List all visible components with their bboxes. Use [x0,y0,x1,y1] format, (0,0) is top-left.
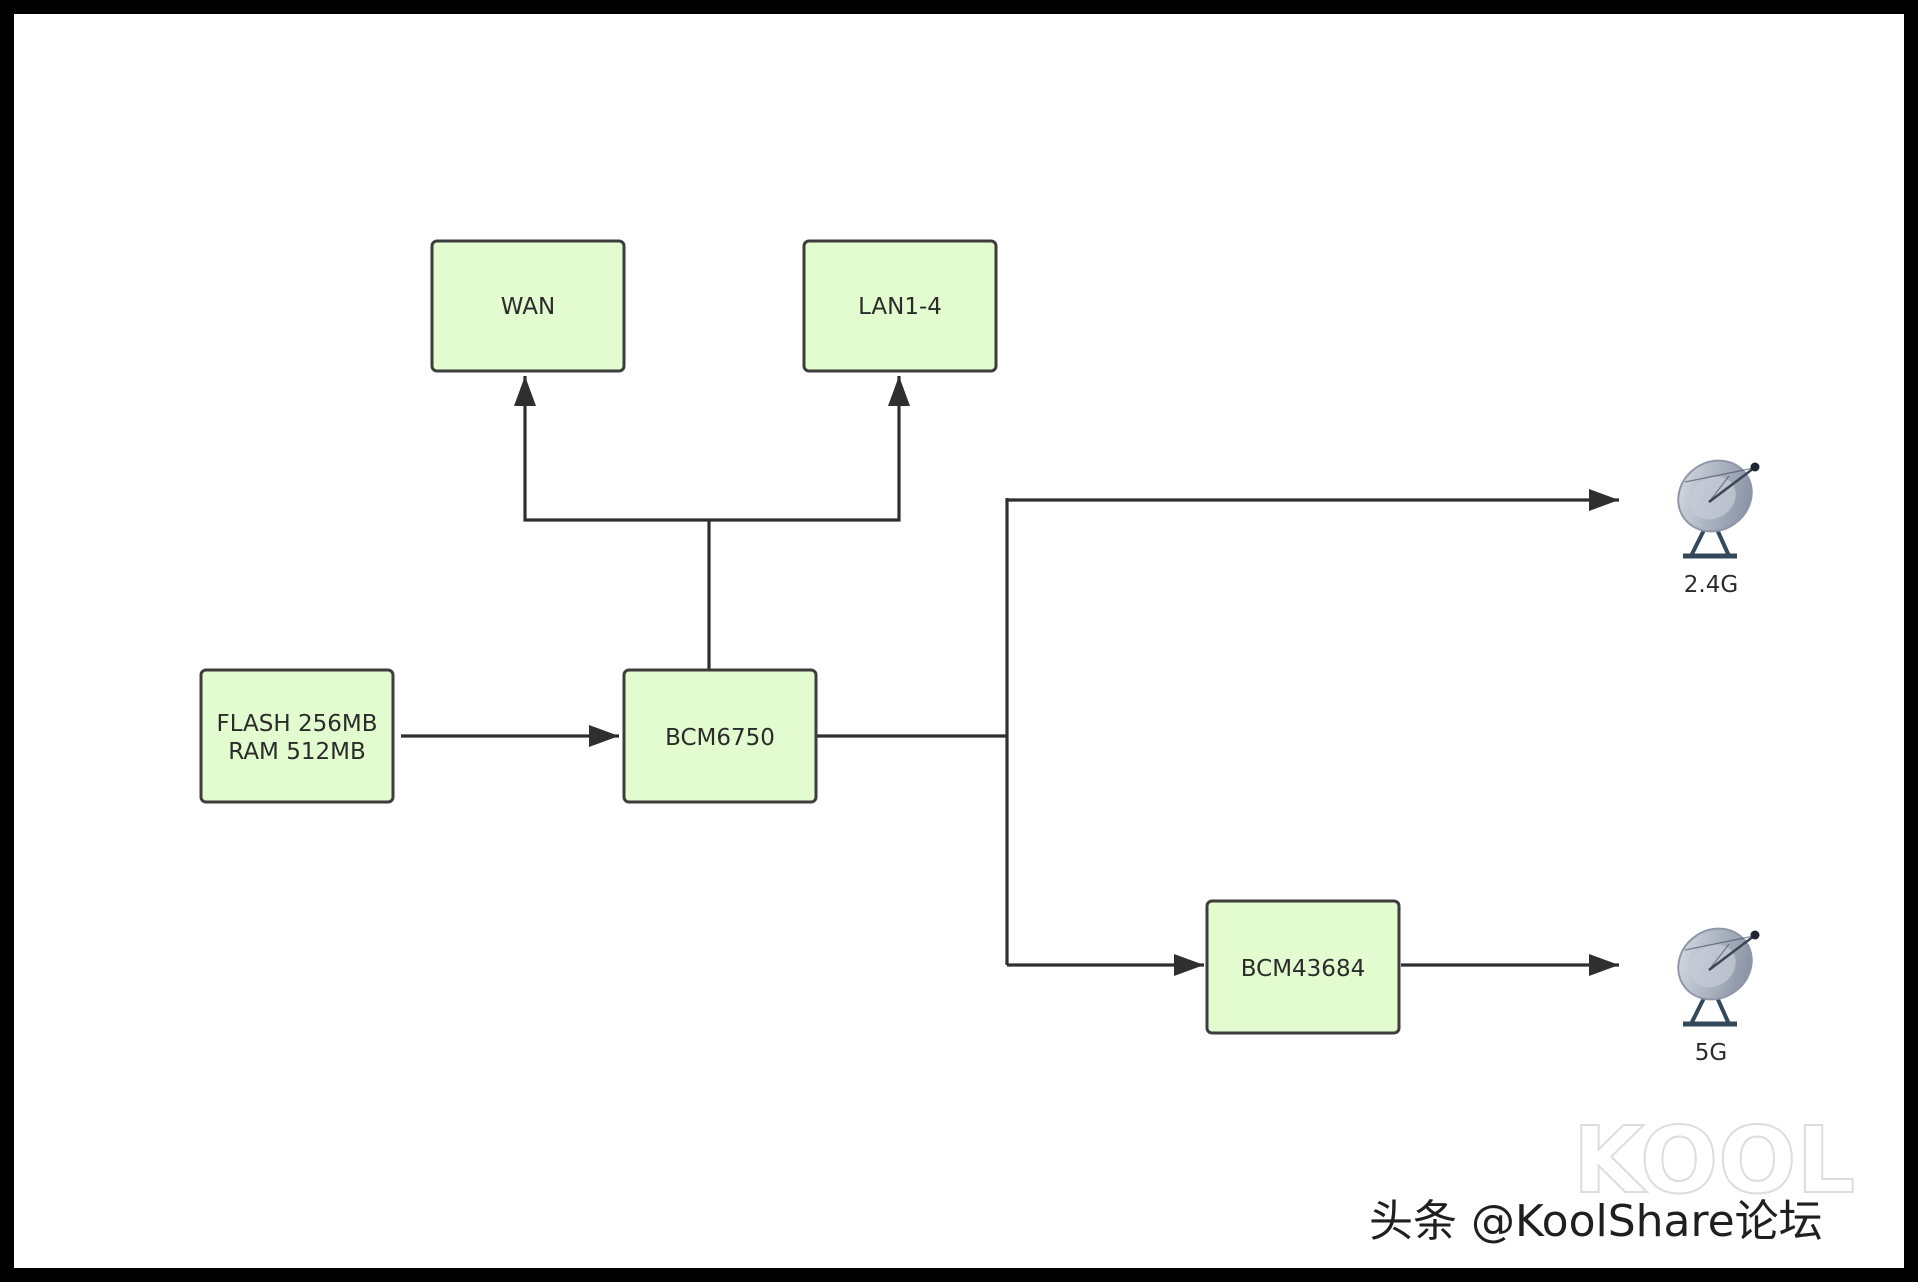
satellite-dish-icon [1677,927,1760,1027]
soc-box: BCM6750 [622,668,818,804]
radio-box: BCM43684 [1205,899,1401,1035]
wan-box: WAN [430,239,626,373]
wire-bus-to-lan [709,376,910,522]
radio-label: BCM43684 [1241,956,1365,982]
connections [401,376,1619,976]
watermark-brand: SHARE [1714,1249,1904,1268]
watermark: KOOL 头条 @KoolShare论坛 koolshare.cn SHARE [1369,1106,1904,1268]
antenna-24g [1677,459,1760,559]
memory-ram-label: RAM 512MB [228,739,365,765]
antenna-5g-label: 5G [1695,1040,1727,1066]
antenna-24g-label: 2.4G [1684,572,1738,598]
watermark-site: koolshare.cn [1619,1253,1695,1267]
lan-label: LAN1-4 [858,294,942,320]
soc-label: BCM6750 [665,725,775,751]
block-diagram: WAN LAN1-4 FLASH 256MB RAM 512MB BCM6750… [199,239,1904,1268]
lan-box: LAN1-4 [802,239,998,373]
watermark-logo-icon: KOOL [1573,1107,1855,1214]
diagram-canvas: WAN LAN1-4 FLASH 256MB RAM 512MB BCM6750… [14,14,1904,1268]
wan-label: WAN [501,294,555,320]
memory-box: FLASH 256MB RAM 512MB [199,668,395,804]
antenna-5g [1677,927,1760,1027]
wire-bus-to-wan [514,376,709,522]
satellite-dish-icon [1677,459,1760,559]
watermark-text: 头条 @KoolShare论坛 [1369,1196,1823,1247]
memory-flash-label: FLASH 256MB [216,711,377,737]
